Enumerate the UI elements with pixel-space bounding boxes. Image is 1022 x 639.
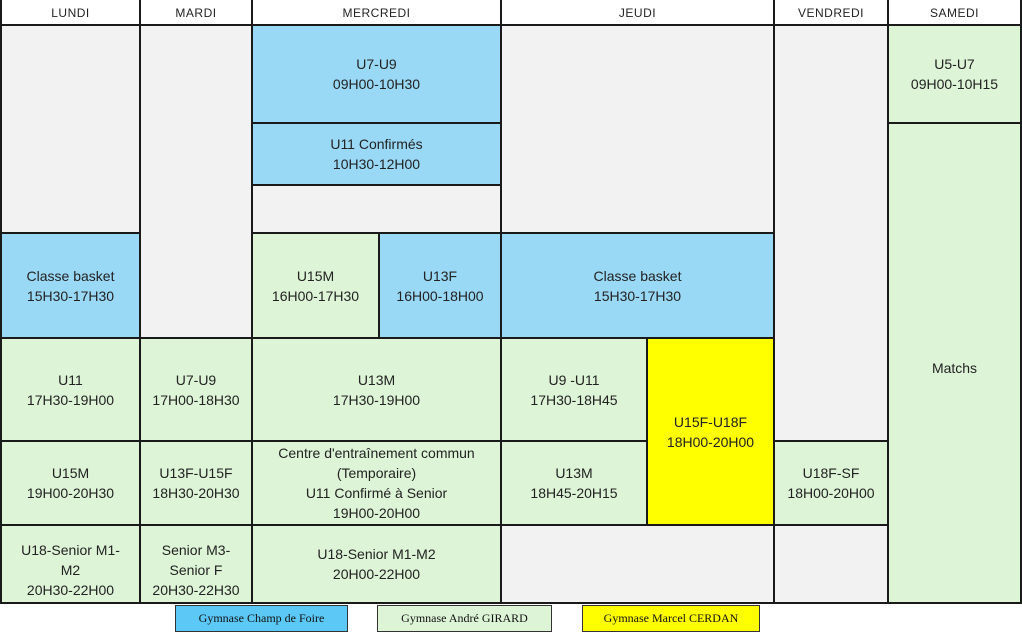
day-header-mardi: MARDI [139,0,253,26]
slot-samedi-u5-u7: U5-U7 09H00-10H15 [887,24,1022,124]
slot-mardi-u13f-u15f: U13F-U15F 18H30-20H30 [139,440,253,526]
slot-mercredi-u7-u9: U7-U9 09H00-10H30 [251,24,502,124]
slot-vendredi-u18f-sf: U18F-SF 18H00-20H00 [773,440,889,526]
empty-slot [500,524,775,604]
day-header-samedi: SAMEDI [887,0,1022,26]
slot-lundi-u15m: U15M 19H00-20H30 [0,440,141,526]
day-header-vendredi: VENDREDI [773,0,889,26]
legend-gymnase-marcel-cerdan: Gymnase Marcel CERDAN [582,605,760,632]
day-header-lundi: LUNDI [0,0,141,26]
slot-samedi-matchs: Matchs [887,122,1022,604]
empty-slot [773,524,889,604]
empty-slot [500,24,775,234]
legend-gymnase-champ-de-foire: Gymnase Champ de Foire [175,605,348,632]
empty-slot [251,184,502,234]
slot-mercredi-centre-entrainement: Centre d'entraînement commun (Temporaire… [251,440,502,526]
slot-lundi-u18-senior: U18-Senior M1- M2 20H30-22H00 [0,524,141,604]
slot-mardi-senior-m3: Senior M3- Senior F 20H30-22H30 [139,524,253,604]
slot-mercredi-u11-confirmes: U11 Confirmés 10H30-12H00 [251,122,502,186]
slot-mercredi-u13f: U13F 16H00-18H00 [378,232,502,339]
empty-slot [0,24,141,234]
slot-jeudi-u15f-u18f: U15F-U18F 18H00-20H00 [646,337,775,526]
slot-jeudi-classe-basket: Classe basket 15H30-17H30 [500,232,775,339]
slot-mercredi-u13m: U13M 17H30-19H00 [251,337,502,442]
slot-lundi-classe-basket: Classe basket 15H30-17H30 [0,232,141,339]
slot-mercredi-u15m: U15M 16H00-17H30 [251,232,380,339]
schedule-grid: LUNDI MARDI MERCREDI JEUDI VENDREDI SAME… [0,0,1022,604]
slot-lundi-u11: U11 17H30-19H00 [0,337,141,442]
slot-mercredi-u18-senior: U18-Senior M1-M2 20H00-22H00 [251,524,502,604]
legend-gymnase-andre-girard: Gymnase André GIRARD [377,605,552,632]
slot-jeudi-u9-u11: U9 -U11 17H30-18H45 [500,337,648,442]
day-header-jeudi: JEUDI [500,0,775,26]
day-header-mercredi: MERCREDI [251,0,502,26]
empty-slot [139,24,253,339]
empty-slot [773,24,889,442]
slot-jeudi-u13m: U13M 18H45-20H15 [500,440,648,526]
slot-mardi-u7-u9: U7-U9 17H00-18H30 [139,337,253,442]
